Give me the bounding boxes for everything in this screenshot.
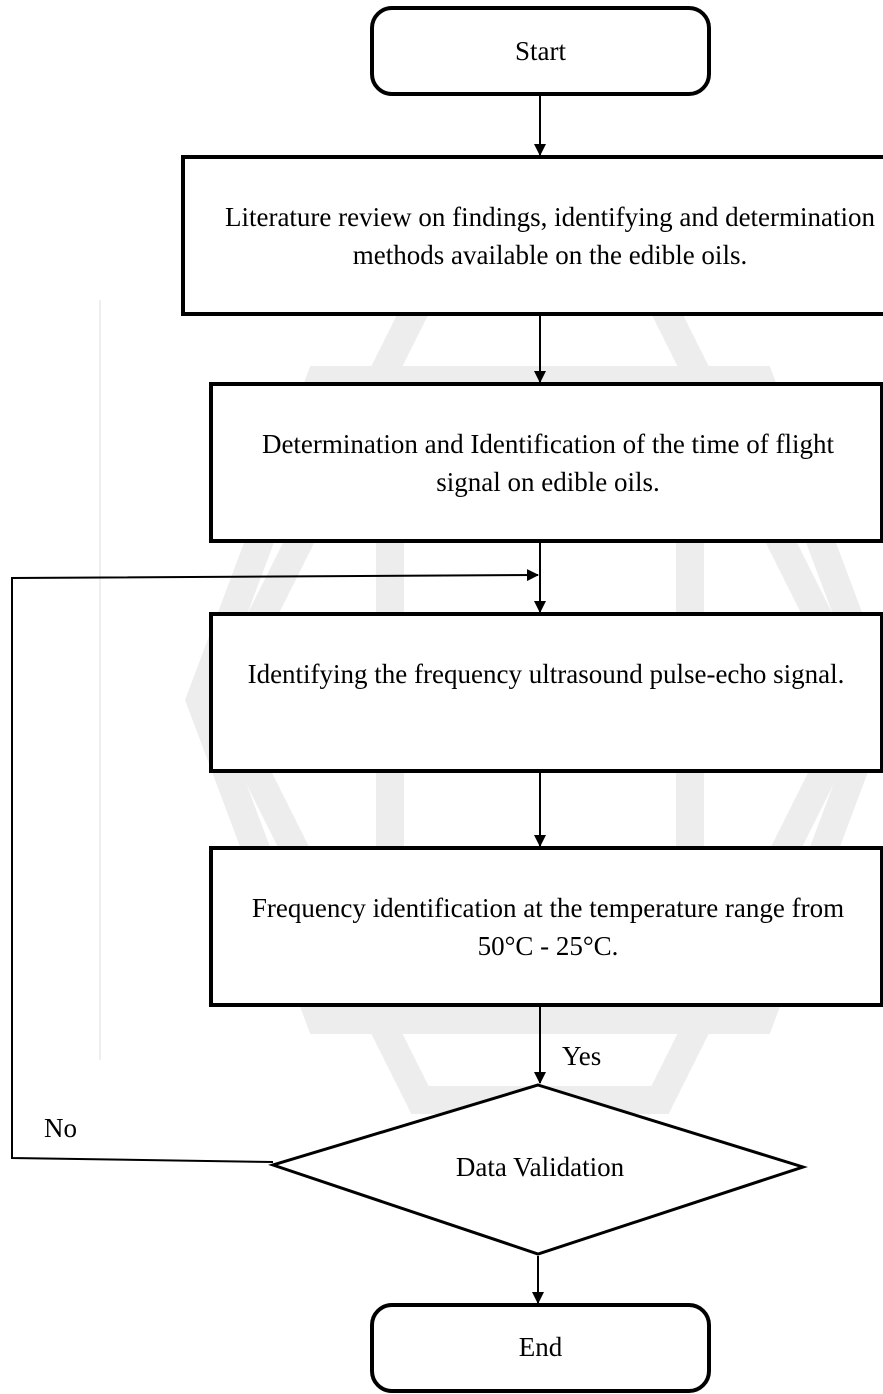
step3-box — [209, 612, 883, 773]
step4-label: Frequency identification at the temperat… — [251, 893, 845, 961]
step1-label: Literature review on findings, identifyi… — [224, 202, 876, 270]
step2-label: Determination and Identification of the … — [261, 429, 835, 497]
end-terminal — [370, 1303, 711, 1393]
yes-label: Yes — [562, 1041, 602, 1071]
no-label: No — [44, 1113, 77, 1143]
end-label: End — [518, 1332, 563, 1362]
step4-box — [209, 846, 883, 1007]
no-loop-connector — [11, 569, 539, 1163]
step2-box — [209, 382, 883, 543]
decision-label: Data Validation — [455, 1152, 625, 1182]
step3-label: Identifying the frequency ultrasound pul… — [247, 659, 845, 689]
step1-box — [181, 155, 883, 316]
start-terminal — [370, 6, 711, 96]
start-label: Start — [515, 36, 566, 66]
decision-diamond — [268, 1083, 808, 1256]
